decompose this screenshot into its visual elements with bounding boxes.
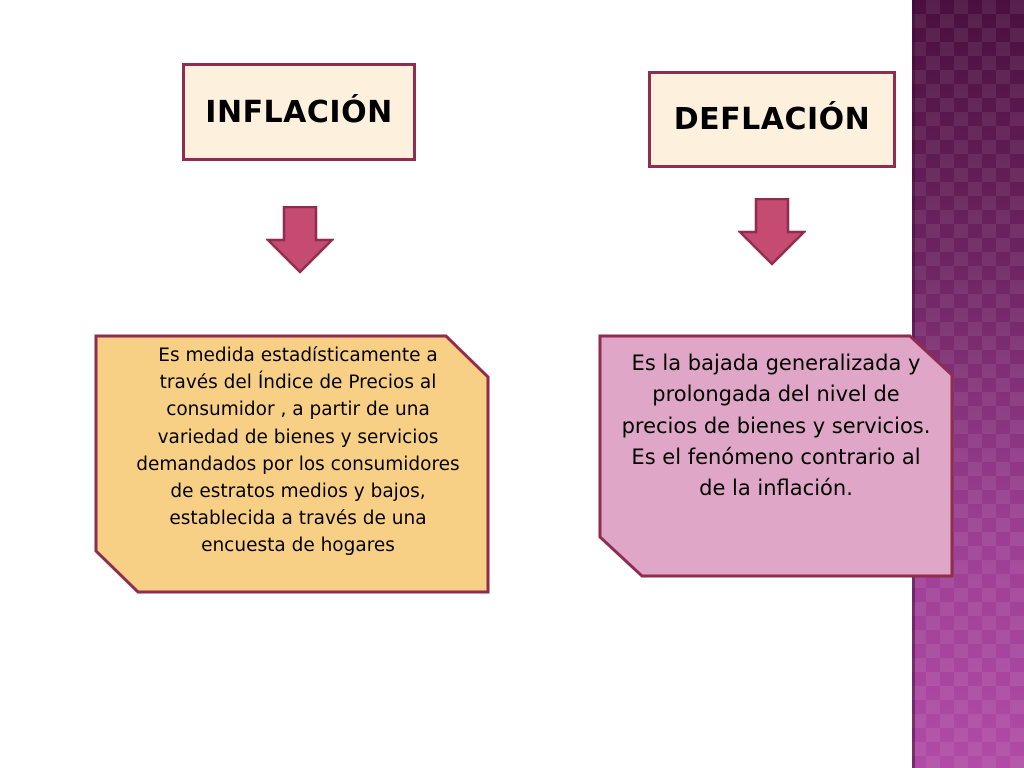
deflacion-description: Es la bajada generalizada y prolongada d… [621, 351, 931, 501]
deflacion-title: DEFLACIÓN [673, 102, 871, 137]
decorative-side-band [912, 0, 1024, 768]
inflacion-description-box: Es medida estadísticamente a través del … [94, 334, 490, 594]
deflacion-description-box: Es la bajada generalizada y prolongada d… [598, 334, 954, 578]
down-arrow-icon [738, 198, 806, 266]
down-arrow-icon [266, 206, 334, 274]
deflacion-title-box: DEFLACIÓN [648, 71, 896, 168]
inflacion-title: INFLACIÓN [205, 94, 393, 130]
inflacion-title-box: INFLACIÓN [182, 63, 416, 161]
inflacion-description: Es medida estadísticamente a través del … [136, 345, 460, 557]
